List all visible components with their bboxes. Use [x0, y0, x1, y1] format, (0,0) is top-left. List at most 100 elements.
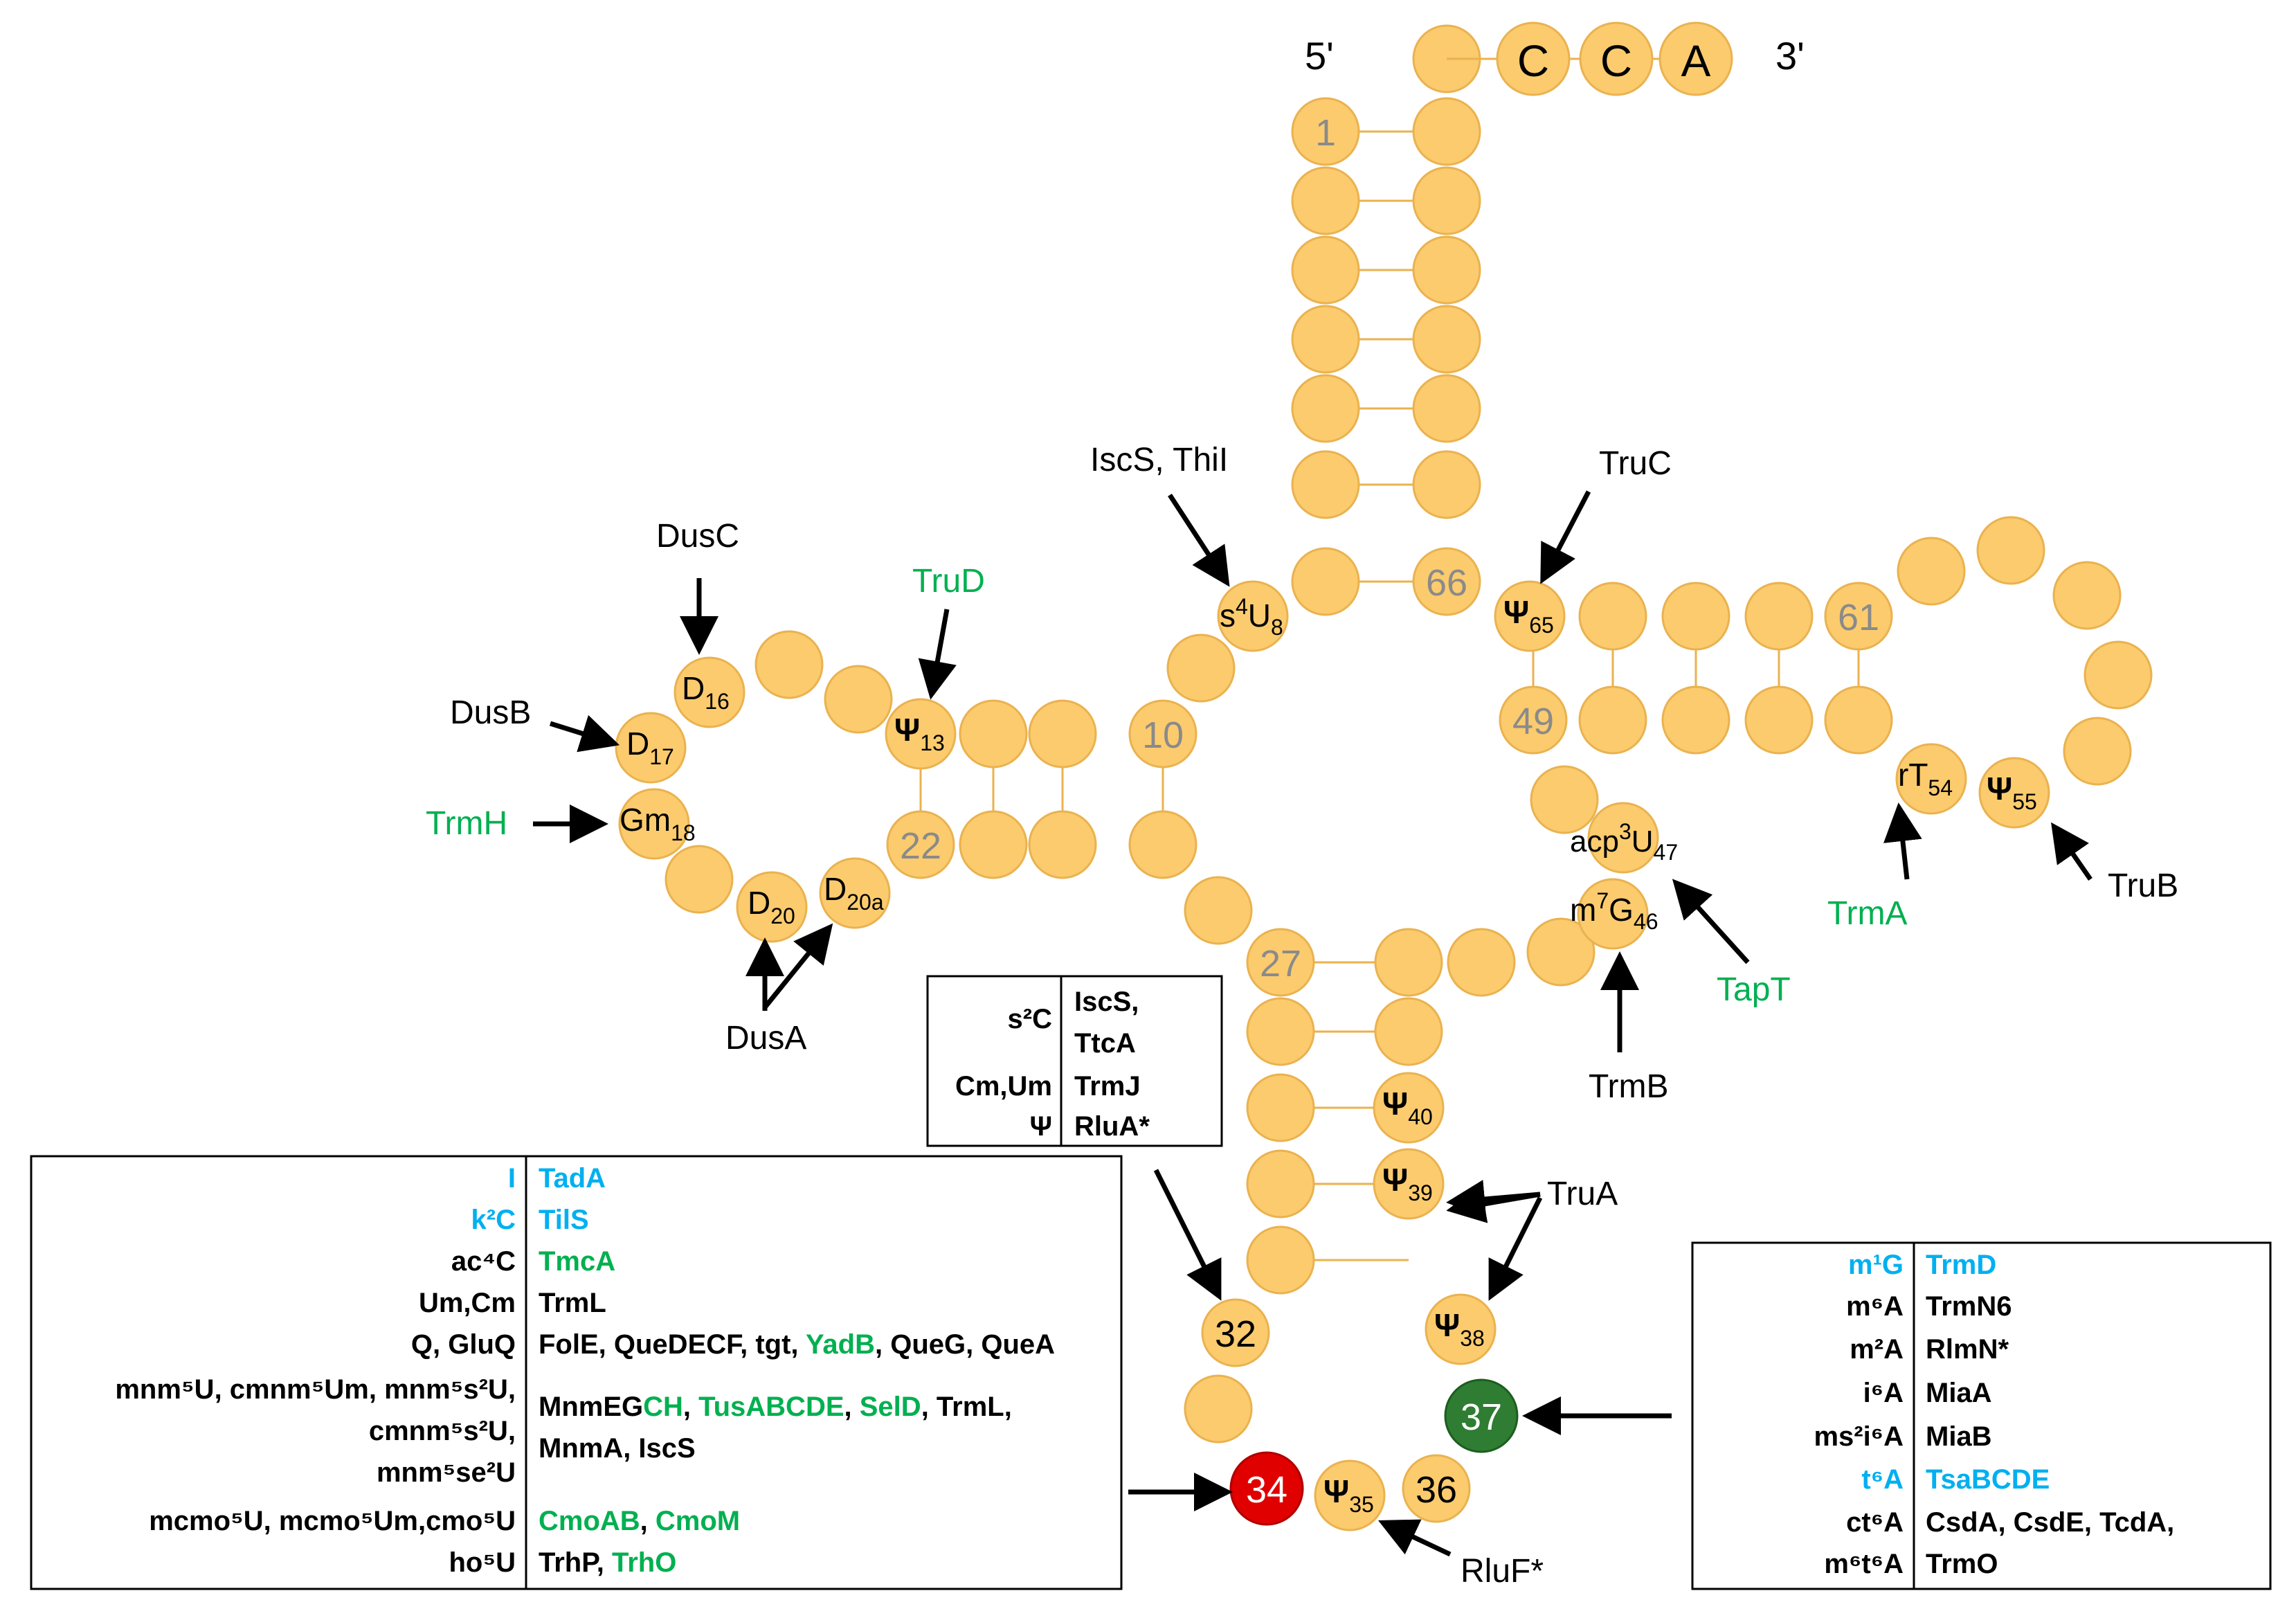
- nt-number-37: 37: [1461, 1396, 1502, 1438]
- enzyme-truc: TruC: [1599, 445, 1672, 482]
- nucleotides: [665, 24, 2153, 1444]
- table-right-left-2: m²A: [1850, 1334, 1904, 1365]
- table-left-left-6: cmnm⁵s²U,: [369, 1416, 516, 1446]
- cca-tail: C C A 5' 3': [1305, 21, 1805, 96]
- mod-Psi35: Ψ35: [1323, 1473, 1374, 1517]
- nucleotide: [1661, 582, 1730, 651]
- modified-nucleotides: s4U8 D16 D17 Gm18 D20 D20a Ψ13 Ψ65 rT54 …: [615, 580, 2050, 1531]
- nucleotide: [1291, 305, 1360, 374]
- table-left-right-9: TrhP, TrhO: [539, 1547, 676, 1578]
- three-prime-label: 3': [1775, 34, 1805, 78]
- nucleotide: [1578, 582, 1647, 651]
- nucleotide: [1246, 997, 1315, 1066]
- nt-number-61: 61: [1838, 597, 1879, 638]
- mod-Psi55: Ψ55: [1987, 771, 2037, 814]
- table-right-left-3: i⁶A: [1863, 1378, 1904, 1408]
- nucleotide: [2052, 561, 2122, 630]
- enzyme-trub: TruB: [2108, 868, 2178, 904]
- table-right-right-4: MiaB: [1926, 1421, 1992, 1452]
- nucleotide: [1412, 374, 1481, 443]
- enzyme-labels: IscS, ThiI TruC DusC TruD DusB TrmH DusA…: [426, 442, 2178, 1590]
- mod-Psi13: Ψ13: [894, 712, 945, 755]
- mod-Psi38: Ψ38: [1434, 1307, 1485, 1351]
- mod-m7G46: m7G46: [1570, 888, 1658, 934]
- table-right-right-7: TrmO: [1926, 1549, 1998, 1579]
- mod-D20: D20: [748, 885, 795, 928]
- table-left-left-3: Um,Cm: [419, 1288, 516, 1318]
- table-left-right-1: TilS: [539, 1205, 589, 1235]
- table-left-right-5: MnmEGCH, TusABCDE, SelD, TrmL,: [539, 1392, 1012, 1422]
- enzyme-trud: TruD: [912, 563, 985, 600]
- nucleotide: [665, 845, 734, 914]
- table-left-right-3: TrmL: [539, 1288, 606, 1318]
- cca-c2: C: [1600, 36, 1632, 86]
- nucleotide: [1661, 685, 1730, 755]
- table-left-right-0: TadA: [539, 1163, 606, 1194]
- mod-D17: D17: [626, 726, 674, 769]
- table-small: s²C IscS, TtcA Cm,Um TrmJ Ψ RluA*: [926, 975, 1223, 1147]
- table-small-left-2: Ψ: [1030, 1111, 1052, 1142]
- numbered-nucleotides: 1 10 22 27 49 61 66 32 36 34 37: [886, 97, 1893, 1526]
- nucleotide: [1246, 1149, 1315, 1219]
- nucleotide: [1028, 810, 1097, 879]
- table-small-right-2: RluA*: [1074, 1111, 1150, 1142]
- table-right-left-5: t⁶A: [1861, 1464, 1904, 1495]
- table-left-right-4: FolE, QueDECF, tgt, YadB, QueG, QueA: [539, 1329, 1055, 1360]
- nucleotide: [1412, 305, 1481, 374]
- nucleotide: [2063, 717, 2132, 786]
- enzyme-tapt: TapT: [1717, 971, 1791, 1008]
- nucleotide: [1291, 450, 1360, 519]
- nucleotide: [1291, 547, 1360, 616]
- mod-s4U8: s4U8: [1220, 594, 1283, 640]
- enzyme-trua: TruA: [1547, 1176, 1618, 1212]
- nucleotide: [754, 630, 824, 699]
- table-small-left-0: s²C: [1008, 1004, 1052, 1034]
- table-right: m¹G TrmD m⁶A TrmN6 m²A RlmN* i⁶A MiaA ms…: [1691, 1241, 2272, 1590]
- table-right-left-7: m⁶t⁶A: [1824, 1549, 1904, 1579]
- nucleotide: [1374, 928, 1443, 997]
- enzyme-trmh: TrmH: [426, 805, 507, 842]
- nucleotide: [959, 810, 1028, 879]
- table-small-right-0b: TtcA: [1074, 1028, 1136, 1059]
- table-right-left-1: m⁶A: [1846, 1291, 1904, 1322]
- nt-number-49: 49: [1512, 701, 1554, 742]
- table-left: I TadA k²C TilS ac⁴C TmcA Um,Cm TrmL Q, …: [30, 1155, 1123, 1590]
- nucleotide: [1412, 450, 1481, 519]
- table-left-left-8: mcmo⁵U, mcmo⁵Um,cmo⁵U: [149, 1506, 516, 1536]
- nucleotide: [1291, 166, 1360, 235]
- nucleotide-37-highlight: [1444, 1378, 1519, 1453]
- nucleotide: [1291, 235, 1360, 305]
- cca-c1: C: [1517, 36, 1549, 86]
- mod-Psi40: Ψ40: [1382, 1086, 1433, 1129]
- nucleotide: [1246, 1073, 1315, 1142]
- nucleotide: [1578, 685, 1647, 755]
- enzyme-rluf: RluF*: [1461, 1553, 1544, 1590]
- table-left-left-9: ho⁵U: [449, 1547, 516, 1578]
- table-left-left-2: ac⁴C: [451, 1246, 516, 1277]
- nucleotide: [1374, 997, 1443, 1066]
- nucleotide: [1412, 166, 1481, 235]
- table-small-right-1: TrmJ: [1074, 1071, 1141, 1102]
- table-right-right-6: CsdA, CsdE, TcdA,: [1926, 1507, 2174, 1538]
- five-prime-label: 5': [1305, 34, 1334, 78]
- table-small-left-1: Cm,Um: [955, 1071, 1052, 1102]
- mod-rT54: rT54: [1898, 757, 1953, 800]
- table-right-right-0: TrmD: [1926, 1250, 1996, 1280]
- nucleotide: [1166, 633, 1236, 703]
- table-left-left-5: mnm⁵U, cmnm⁵Um, mnm⁵s²U,: [115, 1374, 516, 1405]
- nucleotide: [1412, 97, 1481, 166]
- table-right-left-4: ms²i⁶A: [1814, 1421, 1904, 1452]
- mod-D20a: D20a: [824, 871, 884, 915]
- nucleotide: [1184, 876, 1253, 945]
- nucleotide: [1291, 374, 1360, 443]
- nucleotide: [1824, 685, 1893, 755]
- nucleotide: [1028, 699, 1097, 768]
- nt-number-22: 22: [900, 825, 941, 867]
- table-right-left-0: m¹G: [1848, 1250, 1904, 1280]
- nucleotide: [1246, 1225, 1315, 1295]
- table-left-left-0: I: [508, 1163, 516, 1194]
- table-right-left-6: ct⁶A: [1846, 1507, 1904, 1538]
- cca-a: A: [1681, 36, 1711, 86]
- mod-Psi65: Ψ65: [1503, 594, 1554, 638]
